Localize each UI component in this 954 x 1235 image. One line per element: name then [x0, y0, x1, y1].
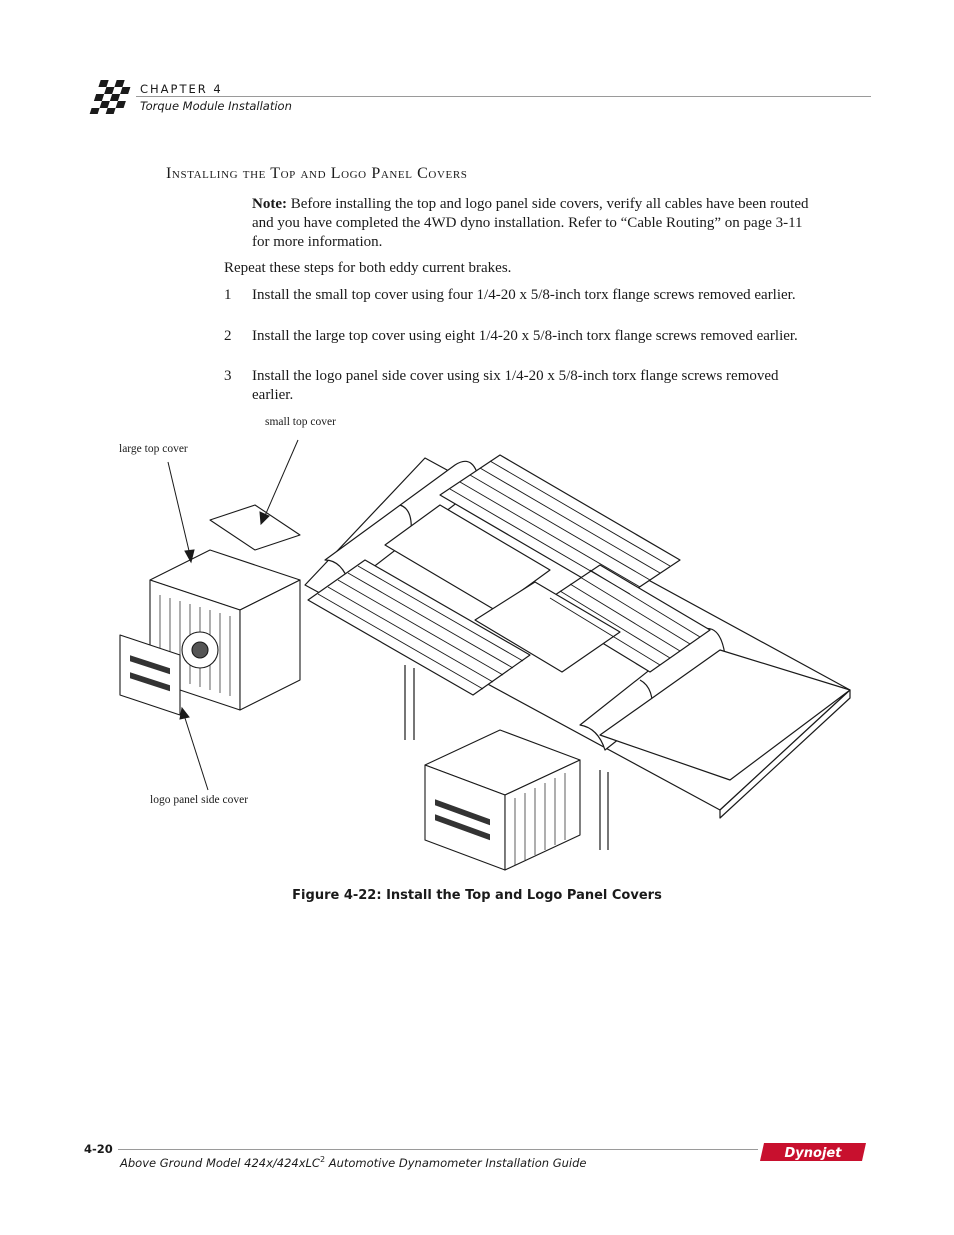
dynojet-logo: Dynojet	[760, 1143, 866, 1161]
step-item: 3 Install the logo panel side cover usin…	[224, 367, 824, 405]
footer-title-suffix: Automotive Dynamometer Installation Guid…	[325, 1155, 587, 1170]
step-text: Install the large top cover using eight …	[252, 328, 798, 344]
note-paragraph: Note: Before installing the top and logo…	[252, 195, 817, 252]
footer-rule	[118, 1149, 758, 1150]
step-text: Install the small top cover using four 1…	[252, 287, 796, 303]
step-number: 2	[224, 328, 232, 344]
callout-small-top-cover: small top cover	[265, 416, 336, 428]
chapter-subtitle: Torque Module Installation	[140, 99, 292, 113]
figure-caption: Figure 4-22: Install the Top and Logo Pa…	[292, 888, 662, 903]
header-rule	[136, 96, 871, 97]
page-number: 4-20	[84, 1142, 113, 1156]
callout-logo-panel-side-cover: logo panel side cover	[150, 794, 249, 806]
checkered-flag-icon	[89, 80, 131, 114]
note-label: Note:	[252, 196, 287, 212]
step-number: 1	[224, 287, 232, 303]
step-number: 3	[224, 368, 232, 384]
intro-paragraph: Repeat these steps for both eddy current…	[224, 260, 512, 276]
footer-title-superscript: 2	[319, 1155, 326, 1164]
step-text: Install the logo panel side cover using …	[252, 368, 779, 403]
step-item: 1 Install the small top cover using four…	[224, 286, 824, 324]
step-item: 2 Install the large top cover using eigh…	[224, 327, 824, 365]
callout-large-top-cover: large top cover	[119, 443, 188, 455]
footer-title-prefix: Above Ground Model 424x/424xLC	[120, 1155, 320, 1170]
chapter-label: CHAPTER 4	[140, 82, 223, 96]
footer-title: Above Ground Model 424x/424xLC2 Automoti…	[120, 1155, 586, 1170]
note-text: Before installing the top and logo panel…	[252, 196, 809, 250]
brand-name: Dynojet	[785, 1146, 843, 1161]
section-heading: Installing the Top and Logo Panel Covers	[166, 165, 468, 182]
dynamometer-illustration	[119, 439, 851, 871]
